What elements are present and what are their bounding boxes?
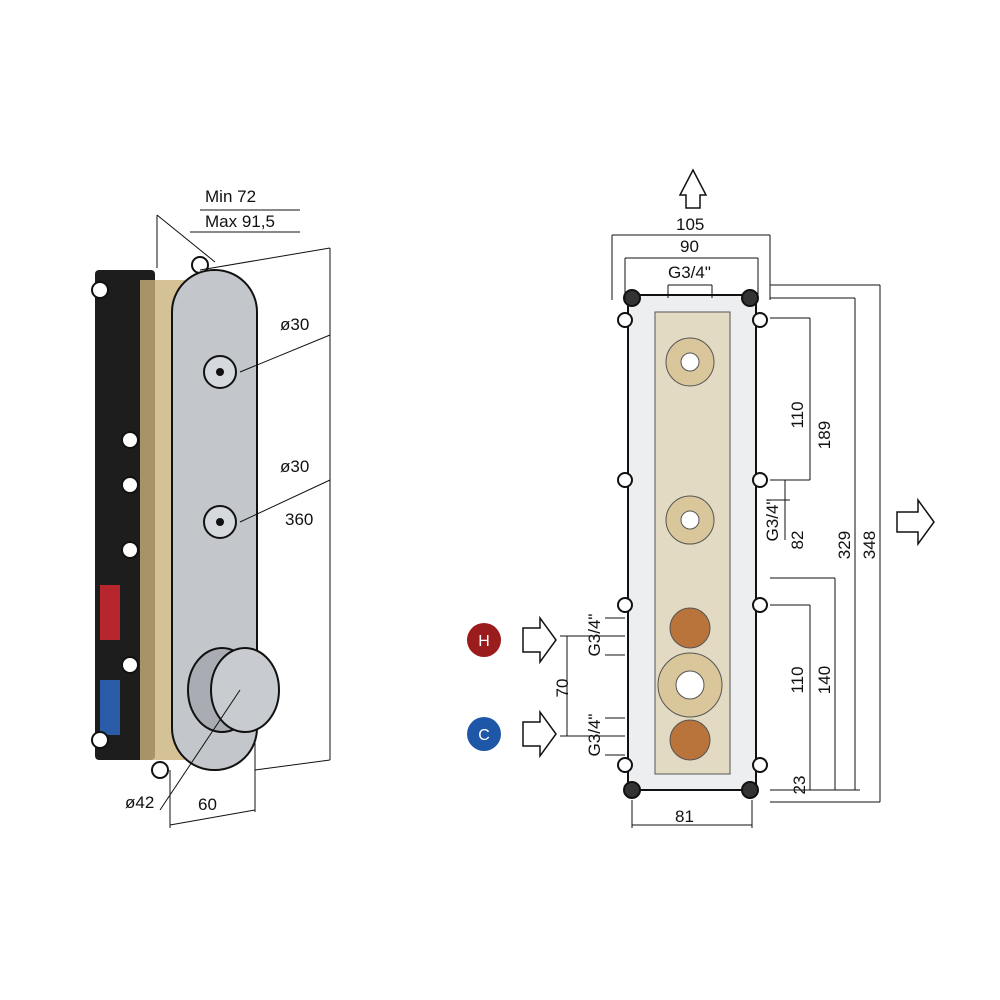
top-connection: G3/4"	[668, 263, 711, 282]
dim-189: 189	[815, 421, 834, 449]
dim-110-top: 110	[788, 401, 807, 428]
knob-diameter: ø42	[125, 793, 154, 812]
width-label: 60	[198, 795, 217, 814]
outlet-right-arrow-icon	[896, 497, 935, 547]
valve-front-view	[467, 168, 935, 828]
cold-badge	[467, 717, 501, 751]
dim-329: 329	[835, 531, 854, 559]
hot-inlet-plug	[669, 607, 711, 649]
valve-side-view	[91, 209, 331, 828]
button-top-diameter: ø30	[280, 315, 309, 334]
hot-badge	[467, 623, 501, 657]
cold-label: C	[478, 727, 490, 744]
depth-max-label: Max 91,5	[205, 212, 275, 231]
inner-width: 90	[680, 237, 699, 256]
cold-marker	[100, 680, 120, 735]
hot-connection: G3/4"	[585, 614, 604, 657]
height-label: 360	[285, 510, 313, 529]
outlet-up-arrow-icon	[678, 168, 708, 209]
dim-23: 23	[790, 776, 809, 795]
cold-inlet-plug	[669, 719, 711, 761]
button-bottom-diameter: ø30	[280, 457, 309, 476]
inlet-spacing: 70	[553, 679, 572, 698]
outer-width: 105	[676, 215, 704, 234]
dim-348: 348	[860, 531, 879, 559]
dim-140: 140	[815, 666, 834, 694]
hot-inlet-arrow-icon	[522, 615, 557, 665]
dim-110-bottom: 110	[788, 666, 807, 693]
depth-min-label: Min 72	[205, 187, 256, 206]
bottom-width: 81	[675, 807, 694, 826]
hot-marker	[100, 585, 120, 640]
handshower-icon	[216, 518, 224, 526]
cold-inlet-arrow-icon	[522, 709, 557, 759]
side-connection: G3/4"	[763, 499, 782, 542]
shower-icon	[216, 368, 224, 376]
cold-connection: G3/4"	[585, 714, 604, 757]
dim-82: 82	[788, 531, 807, 550]
hot-label: H	[478, 633, 490, 650]
